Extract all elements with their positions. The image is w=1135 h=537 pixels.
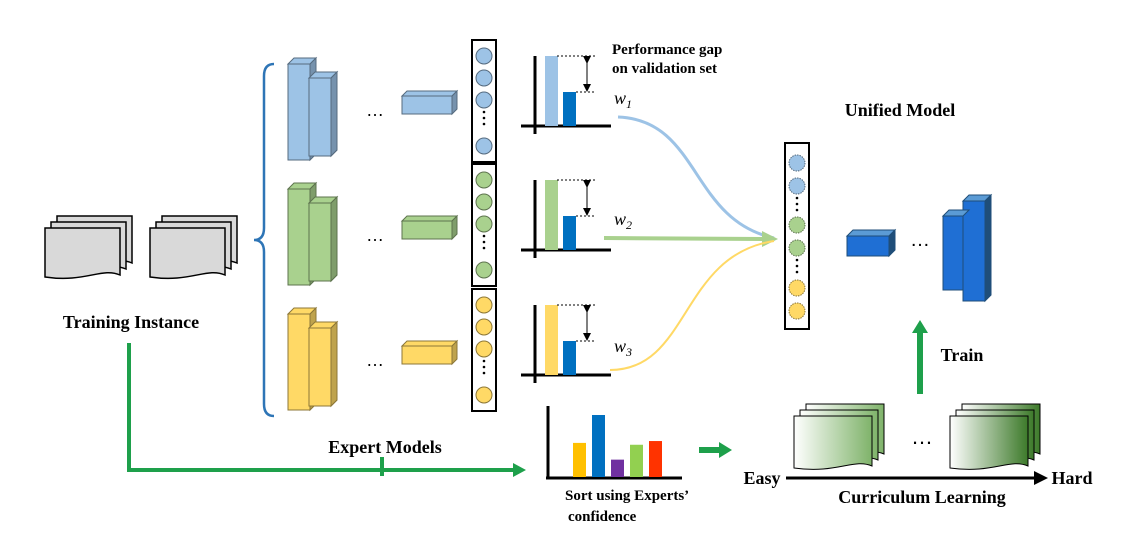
unified-node-dot <box>795 202 799 206</box>
expert-yellow-small-block <box>400 339 459 366</box>
unified-node <box>788 279 806 297</box>
expert-yellow-node <box>475 318 493 336</box>
expert-yellow-node-dot <box>482 359 486 363</box>
expert-brace <box>253 62 275 418</box>
expert-row-blue: … <box>286 39 611 163</box>
expert-models-label: Expert Models <box>328 437 441 457</box>
expert-green-node-dot <box>482 246 486 250</box>
expert-yellow-node <box>475 340 493 358</box>
unified-node-dot <box>795 270 799 274</box>
sort-chart <box>546 406 682 480</box>
w2-arrowhead <box>762 231 778 247</box>
training-docs-right <box>149 215 238 280</box>
sort-bar <box>611 459 624 477</box>
expert-row-green: … <box>286 163 611 287</box>
easy-label: Easy <box>743 468 780 488</box>
expert-blue-node-dot <box>482 116 486 120</box>
expert-green-node <box>475 215 493 233</box>
unified-node <box>788 177 806 195</box>
expert-yellow-node <box>475 296 493 314</box>
expert-green-node <box>475 193 493 211</box>
expert-yellow-block-overlay <box>307 320 339 408</box>
expert-yellow-ellipsis: … <box>366 350 384 370</box>
sort-bar <box>592 415 605 477</box>
expert-yellow-node <box>475 386 493 404</box>
expert-yellow-node-dot <box>482 371 486 375</box>
expert-blue-node-dot <box>482 122 486 126</box>
sort-to-curriculum-arrow <box>699 442 732 458</box>
curriculum-ellipsis: … <box>911 424 933 449</box>
unified-node <box>788 154 806 172</box>
expert-green-expert-perf-bar <box>563 216 576 250</box>
expert-yellow-expert-perf-bar <box>563 341 576 375</box>
unified-ellipsis: … <box>910 229 930 251</box>
expert-blue-node <box>475 137 493 155</box>
expert-green-node <box>475 171 493 189</box>
unified-node <box>788 216 806 234</box>
sort-label-1: Sort using Experts’ <box>565 488 689 504</box>
expert-row-yellow: … <box>286 288 611 412</box>
expert-green-block-overlay <box>307 195 339 283</box>
unified-node <box>788 239 806 257</box>
unified-small-block <box>845 228 897 258</box>
sort-bar <box>630 444 643 477</box>
w2-arrow <box>603 236 765 241</box>
expert-blue-node <box>475 47 493 65</box>
expert-blue-small-block <box>400 89 459 116</box>
unified-node-dot <box>795 196 799 200</box>
expert-blue-expert-perf-bar <box>563 92 576 126</box>
expert-green-node-dot <box>482 234 486 238</box>
curriculum-docs-hard <box>949 403 1041 470</box>
expert-yellow-unified-perf-bar <box>545 305 558 375</box>
expert-blue-ellipsis: … <box>366 100 384 120</box>
sort-bar <box>649 441 662 477</box>
unified-node-dot <box>795 264 799 268</box>
unified-node-dot <box>795 208 799 212</box>
expert-blue-block-overlay <box>307 70 339 158</box>
expert-blue-node <box>475 91 493 109</box>
routing-arrowhead <box>513 463 526 477</box>
expert-blue-node <box>475 69 493 87</box>
training-instance-label: Training Instance <box>63 312 199 332</box>
unified-model-label: Unified Model <box>845 100 956 120</box>
difficulty-axis-arrowhead <box>1034 471 1048 485</box>
weight-w3-label: w3 <box>614 336 632 359</box>
training-docs-left <box>44 215 133 280</box>
unified-node-dot <box>795 258 799 262</box>
sort-bar <box>573 442 586 477</box>
expert-blue-node-dot <box>482 110 486 114</box>
expert-green-node-dot <box>482 240 486 244</box>
train-arrow <box>912 320 928 394</box>
weight-w1-label: w1 <box>614 88 632 111</box>
unified-nodes <box>788 154 806 320</box>
unified-node <box>788 302 806 320</box>
expert-green-small-block <box>400 214 459 241</box>
performance-gap-label-2: on validation set <box>612 61 717 77</box>
expert-rows: … … … <box>286 39 611 412</box>
curriculum-learning-label: Curriculum Learning <box>838 487 1006 507</box>
sort-label-2: confidence <box>568 509 637 525</box>
weight-w2-label: w2 <box>614 209 632 232</box>
train-label: Train <box>941 345 984 365</box>
w1-curve <box>617 115 775 240</box>
expert-yellow-node-dot <box>482 365 486 369</box>
routing-line <box>127 343 515 472</box>
hard-label: Hard <box>1051 468 1092 488</box>
expert-blue-unified-perf-bar <box>545 56 558 126</box>
unified-feature-vector <box>784 142 810 330</box>
expert-green-node <box>475 261 493 279</box>
w3-curve <box>609 240 775 371</box>
expert-green-unified-perf-bar <box>545 180 558 250</box>
curriculum-docs-easy <box>793 403 885 470</box>
unified-large-block <box>941 193 993 303</box>
performance-gap-label-1: Performance gap <box>612 42 722 58</box>
expert-green-ellipsis: … <box>366 225 384 245</box>
